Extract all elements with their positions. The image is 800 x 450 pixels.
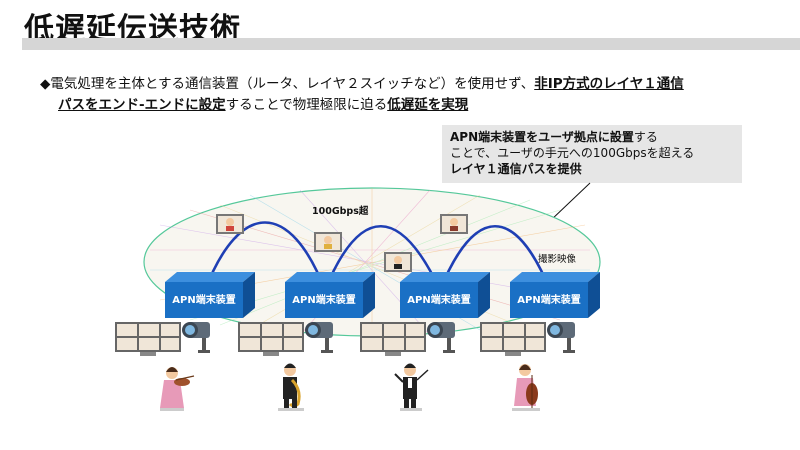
site-1-camera-icon bbox=[182, 322, 210, 353]
floating-monitor-3 bbox=[440, 214, 468, 234]
callout-line1-plain: する bbox=[633, 130, 658, 144]
site-2-monitor-grid bbox=[238, 322, 304, 356]
conductor-figure bbox=[394, 363, 429, 411]
site-3-camera-icon bbox=[427, 322, 455, 353]
title-underline-bar bbox=[22, 38, 800, 50]
apn-device-4: APN端末装置 bbox=[510, 272, 600, 318]
link-arc-2 bbox=[323, 224, 442, 291]
bandwidth-label: 100Gbps超 bbox=[312, 205, 369, 217]
bullet-marker: ◆ bbox=[40, 76, 51, 92]
cellist-figure bbox=[512, 364, 540, 411]
main-bullet: ◆電気処理を主体とする通信装置（ルータ、レイヤ２スイッチなど）を使用せず、非IP… bbox=[40, 74, 780, 116]
site-4-camera-icon bbox=[547, 322, 575, 353]
apn-device-1: APN端末装置 bbox=[165, 272, 255, 318]
apn-device-4-label: APN端末装置 bbox=[517, 293, 580, 306]
site-2-camera-icon bbox=[305, 322, 333, 353]
apn-device-2-label: APN端末装置 bbox=[292, 293, 355, 306]
site-1-monitor-grid bbox=[115, 322, 181, 356]
floating-monitor-4 bbox=[384, 252, 412, 272]
bullet-line1-plain: 電気処理を主体とする通信装置（ルータ、レイヤ２スイッチなど）を使用せず、 bbox=[50, 76, 535, 92]
apn-device-3: APN端末装置 bbox=[400, 272, 490, 318]
bullet-line1-emphasis: 非IP方式のレイヤ１通信 bbox=[534, 76, 684, 92]
violinist-figure bbox=[160, 367, 195, 411]
apn-device-1-label: APN端末装置 bbox=[172, 293, 235, 306]
floating-monitor-1 bbox=[216, 214, 244, 234]
bullet-line2-emphasis: パスをエンド-エンドに設定 bbox=[58, 97, 226, 113]
saxophonist-figure bbox=[278, 363, 304, 411]
callout-line3: レイヤ１通信パスを提供 bbox=[450, 162, 582, 176]
callout-box: APN端末装置をユーザ拠点に設置する ことで、ユーザの手元への100Gbpsを超… bbox=[442, 125, 742, 183]
callout-line1-bold: APN端末装置をユーザ拠点に設置 bbox=[450, 130, 634, 144]
floating-monitor-2 bbox=[314, 232, 342, 252]
camera-feed-label: 撮影映像 bbox=[538, 253, 577, 265]
link-arc-3 bbox=[438, 225, 552, 291]
callout-line2: ことで、ユーザの手元への100Gbpsを超える bbox=[450, 146, 695, 160]
bullet-line2-result: 低遅延を実現 bbox=[387, 97, 469, 113]
bullet-line2-plain: することで物理極限に迫る bbox=[225, 97, 388, 113]
apn-device-2: APN端末装置 bbox=[285, 272, 375, 318]
link-arc-1 bbox=[203, 221, 327, 291]
site-4-monitor-grid bbox=[480, 322, 546, 356]
apn-device-3-label: APN端末装置 bbox=[407, 293, 470, 306]
site-3-monitor-grid bbox=[360, 322, 426, 356]
